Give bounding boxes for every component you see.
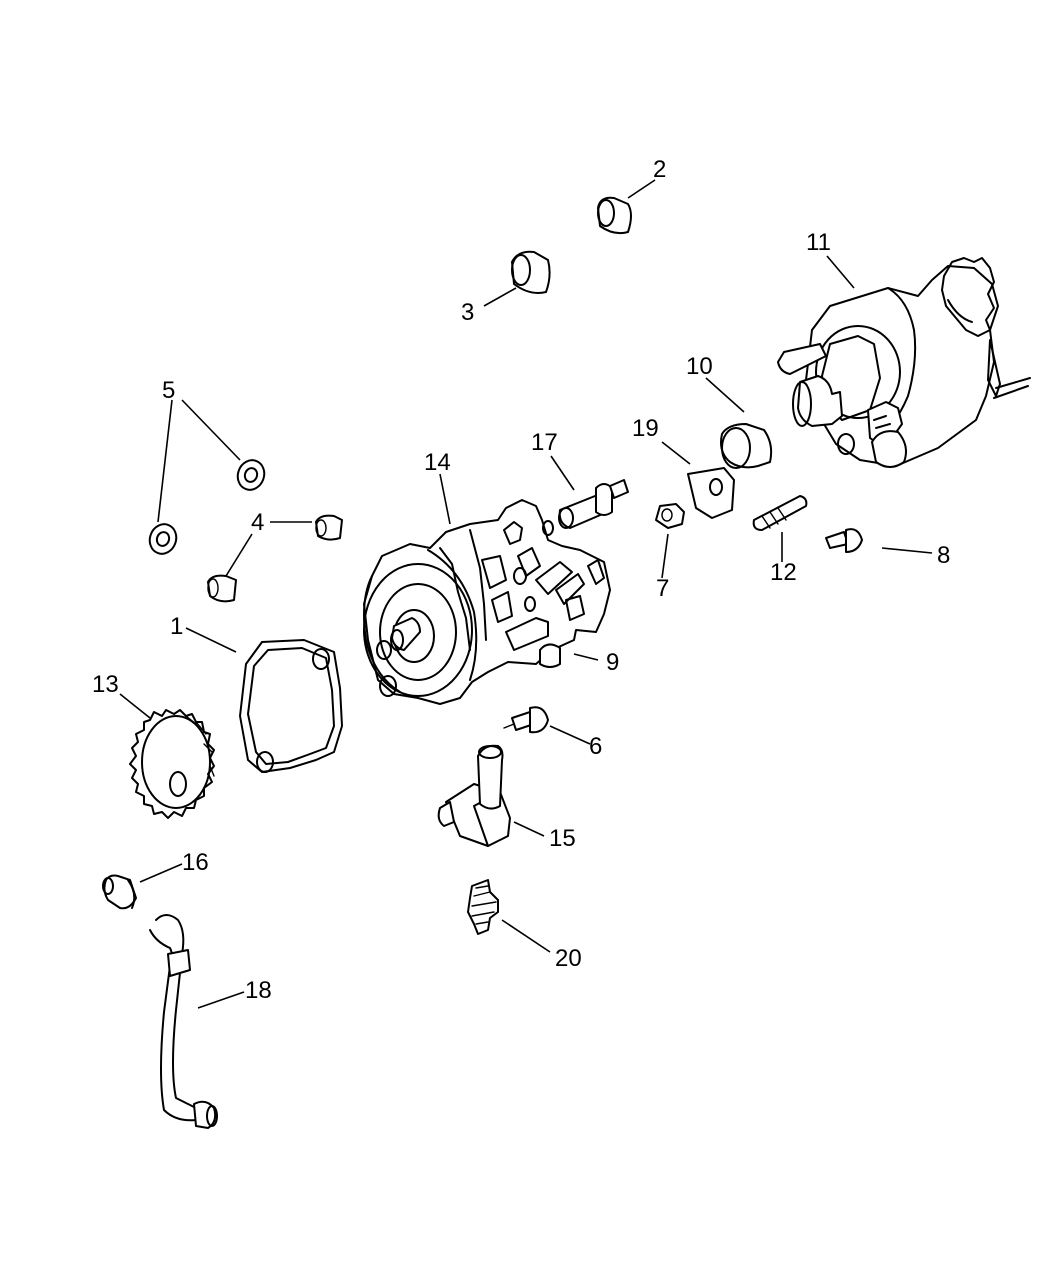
callout-2: 2 bbox=[653, 156, 666, 183]
callout-13: 13 bbox=[92, 671, 119, 698]
part-6-bolt bbox=[503, 706, 549, 734]
callout-1: 1 bbox=[170, 613, 183, 640]
leader-16 bbox=[139, 863, 183, 883]
leader-20 bbox=[501, 919, 551, 953]
part-3-cap bbox=[511, 250, 551, 294]
callout-5: 5 bbox=[162, 377, 175, 404]
leader-7 bbox=[661, 533, 669, 579]
leader-15 bbox=[513, 821, 545, 837]
leader-14 bbox=[439, 473, 451, 525]
part-7-nut bbox=[655, 503, 685, 529]
part-13-sprocket bbox=[129, 709, 215, 819]
part-18-pipe bbox=[149, 914, 218, 1129]
leader-3 bbox=[483, 287, 517, 307]
part-19-plate bbox=[687, 467, 735, 519]
callout-10: 10 bbox=[686, 353, 713, 380]
leader-18 bbox=[197, 991, 245, 1009]
leader-19 bbox=[661, 441, 691, 465]
part-17-pin bbox=[558, 479, 629, 529]
callout-19: 19 bbox=[632, 415, 659, 442]
callout-8: 8 bbox=[937, 542, 950, 569]
part-14-housing bbox=[363, 499, 611, 705]
part-10-sleeve bbox=[720, 423, 773, 469]
part-8-bolt bbox=[825, 528, 863, 553]
callout-12: 12 bbox=[770, 559, 797, 586]
leader-13 bbox=[119, 693, 151, 719]
callout-18: 18 bbox=[245, 977, 272, 1004]
leader-6 bbox=[549, 725, 591, 745]
callout-3: 3 bbox=[461, 299, 474, 326]
leader-lines bbox=[119, 179, 933, 1009]
callout-4: 4 bbox=[251, 509, 264, 536]
callout-20: 20 bbox=[555, 945, 582, 972]
callout-11: 11 bbox=[806, 229, 831, 256]
callout-9: 9 bbox=[606, 649, 619, 676]
callout-labels: 2 3 5 4 1 13 14 17 19 10 11 7 12 8 9 6 1… bbox=[92, 156, 950, 1004]
leader-5a bbox=[181, 399, 241, 461]
callout-17: 17 bbox=[531, 429, 558, 456]
leader-5b bbox=[157, 399, 173, 523]
callout-6: 6 bbox=[589, 733, 602, 760]
leader-17 bbox=[550, 455, 575, 491]
callout-15: 15 bbox=[549, 825, 576, 852]
part-20-fitting bbox=[467, 879, 499, 935]
callout-16: 16 bbox=[182, 849, 209, 876]
leader-10 bbox=[705, 377, 745, 413]
part-12-stud bbox=[752, 495, 808, 531]
leader-4b bbox=[225, 533, 253, 577]
part-11-pump bbox=[777, 257, 1031, 468]
part-2-cap bbox=[597, 196, 632, 235]
part-15-block bbox=[437, 744, 511, 847]
leader-1 bbox=[185, 627, 237, 653]
callout-7: 7 bbox=[656, 575, 669, 602]
leader-9 bbox=[573, 653, 599, 661]
part-4-dowels bbox=[207, 514, 343, 603]
part-1-gasket bbox=[239, 639, 343, 773]
part-5-washers bbox=[148, 459, 266, 555]
leader-11 bbox=[826, 255, 855, 289]
part-16-connector bbox=[102, 874, 137, 910]
callout-14: 14 bbox=[424, 449, 451, 476]
leader-2 bbox=[627, 179, 656, 199]
leader-8 bbox=[881, 547, 933, 554]
